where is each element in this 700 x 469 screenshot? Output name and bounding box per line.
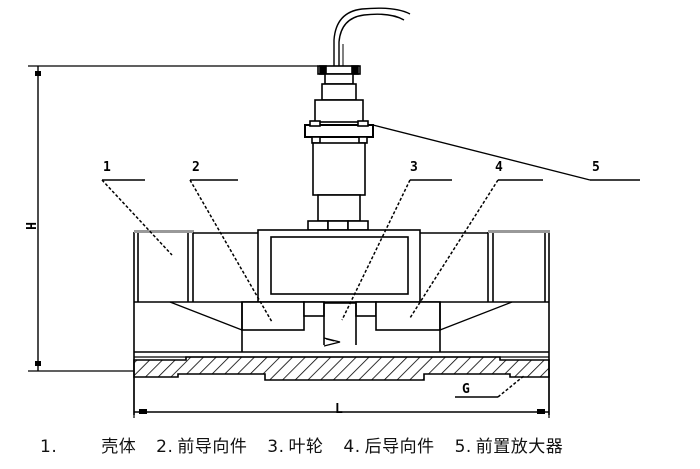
dimension-h-label: H [22,222,37,230]
housing [133,229,550,415]
preamplifier [304,65,374,231]
callout-5-label: 5 [592,160,600,175]
cable [333,7,411,66]
legend-text-3: 叶轮 [288,437,324,457]
callout-4-label: 4 [495,160,503,175]
legend-num-3: 3. [267,437,285,457]
dimension-l [133,377,550,418]
legend-text-2: 前导向件 [177,437,248,457]
callout-3-label: 3 [410,160,418,175]
internals [169,301,513,352]
callout-leaders [101,124,640,398]
thread-g-label: G [462,382,470,397]
parts-legend: 1. 壳体 2.前导向件 3.叶轮 4.后导向件 5.前置放大器 [40,432,700,457]
legend-num-1: 1. [40,437,58,457]
callout-2-label: 2 [192,160,200,175]
pipe-wall-hatched [133,356,550,381]
legend-text-1: 壳体 [101,437,137,457]
legend-text-5: 前置放大器 [475,437,564,457]
legend-num-2: 2. [156,437,174,457]
dimension-h [28,65,318,372]
legend-text-4: 后导向件 [364,437,435,457]
legend-num-5: 5. [454,437,472,457]
legend-num-4: 4. [343,437,361,457]
dimension-l-label: L [335,402,343,417]
callout-1-label: 1 [103,160,111,175]
